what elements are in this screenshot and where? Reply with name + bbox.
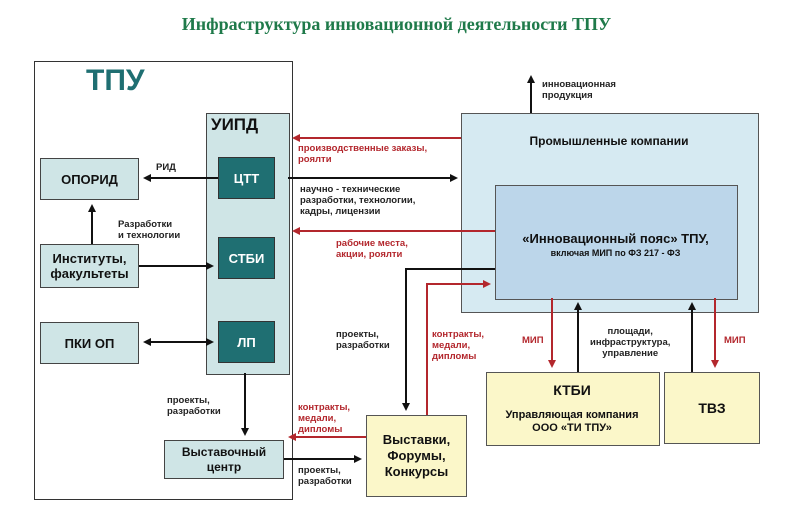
innovation-belt-box — [495, 185, 738, 300]
uipd-label: УИПД — [211, 115, 259, 134]
ktbi-box — [486, 372, 660, 446]
label-mip-right: МИП — [724, 335, 746, 346]
lp-box: ЛП — [218, 321, 275, 363]
oporid-box: ОПОРИД — [40, 158, 139, 200]
label-dev-tech: Разработки и технологии — [118, 219, 181, 241]
tvz-box: ТВЗ — [664, 372, 760, 444]
label-scitech: научно - технические разработки, техноло… — [300, 184, 416, 217]
arrow-forums-belt — [426, 280, 491, 415]
pki-box: ПКИ ОП — [40, 322, 139, 364]
ktbi-title: КТБИ — [553, 382, 591, 398]
institutes-box: Институты, факультеты — [40, 244, 139, 288]
ctt-box: ЦТТ — [218, 157, 275, 199]
label-projects-dev-bottom: проекты, разработки — [298, 465, 352, 487]
label-contracts-mid: контракты, медали, дипломы — [432, 329, 485, 362]
arrow-belt-forums — [402, 268, 495, 411]
innovation-belt-title: «Инновационный пояс» ТПУ, — [522, 231, 709, 246]
label-projects-dev-left: проекты, разработки — [167, 395, 221, 417]
label-production-orders: производственные заказы, роялти — [298, 143, 428, 165]
exhibition-center-box: Выставочный центр — [164, 440, 284, 479]
forums-box: Выставки, Форумы, Конкурсы — [366, 415, 467, 497]
label-infrastructure: площади, инфраструктура, управление — [590, 326, 671, 359]
diagram-title: Инфраструктура инновационной деятельност… — [181, 14, 612, 34]
label-rid: РИД — [156, 162, 176, 173]
ktbi-subtitle: Управляющая компания ООО «ТИ ТПУ» — [505, 409, 639, 434]
label-innovative-products: инновационная продукция — [542, 79, 616, 101]
stbi-box: СТБИ — [218, 237, 275, 279]
label-projects-dev-mid: проекты, разработки — [336, 329, 390, 351]
industrial-companies-label: Промышленные компании — [529, 134, 689, 148]
label-mip-left: МИП — [522, 335, 544, 346]
label-contracts-bottom: контракты, медали, дипломы — [298, 402, 351, 435]
label-workplaces: рабочие места, акции, роялти — [336, 238, 408, 260]
tpu-label: ТПУ — [86, 64, 145, 97]
innovation-belt-subtitle: включая МИП по ФЗ 217 - ФЗ — [550, 248, 681, 258]
